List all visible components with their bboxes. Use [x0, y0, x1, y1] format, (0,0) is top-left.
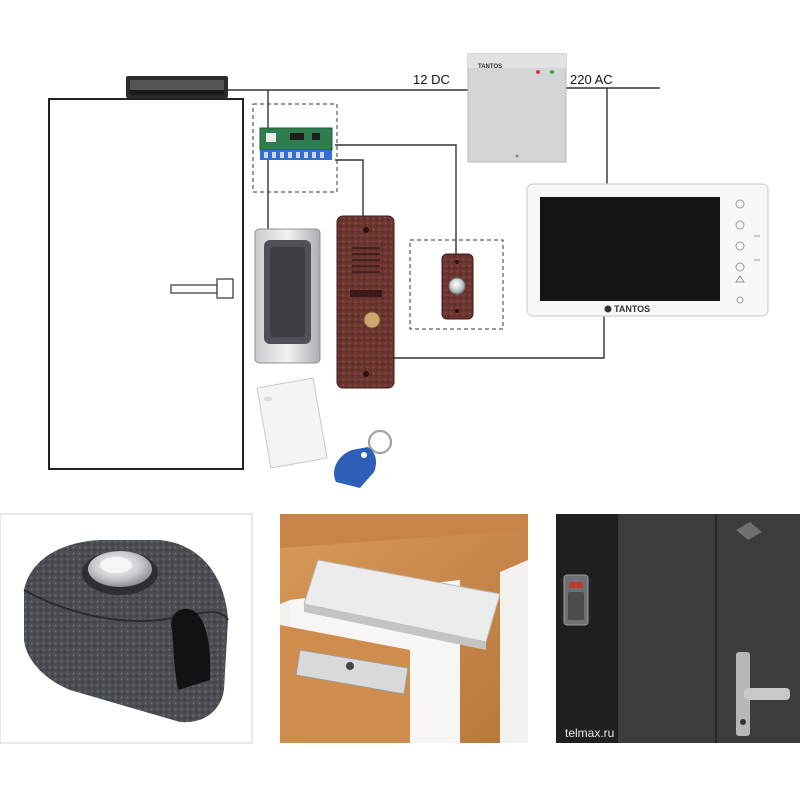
psu-brand-logo: TANTOS — [478, 64, 502, 70]
wiring — [228, 87, 660, 359]
rfid-reader — [254, 228, 321, 364]
photo-door-reader — [556, 514, 800, 743]
site-watermark: telmax.ru — [565, 726, 614, 740]
monitor-brand-logo: TANTOS — [614, 304, 650, 314]
access-controller — [252, 103, 338, 193]
electromagnetic-lock — [126, 76, 228, 98]
power-supply-unit — [467, 53, 567, 163]
ac-power-label: 220 AC — [570, 72, 613, 87]
rfid-card — [256, 377, 328, 469]
exit-button — [409, 239, 504, 330]
keyfob — [333, 429, 393, 488]
photo-exit-button — [0, 513, 253, 744]
video-intercom-monitor — [526, 183, 769, 317]
door-call-panel — [336, 215, 395, 389]
photo-maglock-installed — [280, 514, 528, 743]
door-outline — [48, 98, 244, 470]
dc-power-label: 12 DC — [413, 72, 450, 87]
